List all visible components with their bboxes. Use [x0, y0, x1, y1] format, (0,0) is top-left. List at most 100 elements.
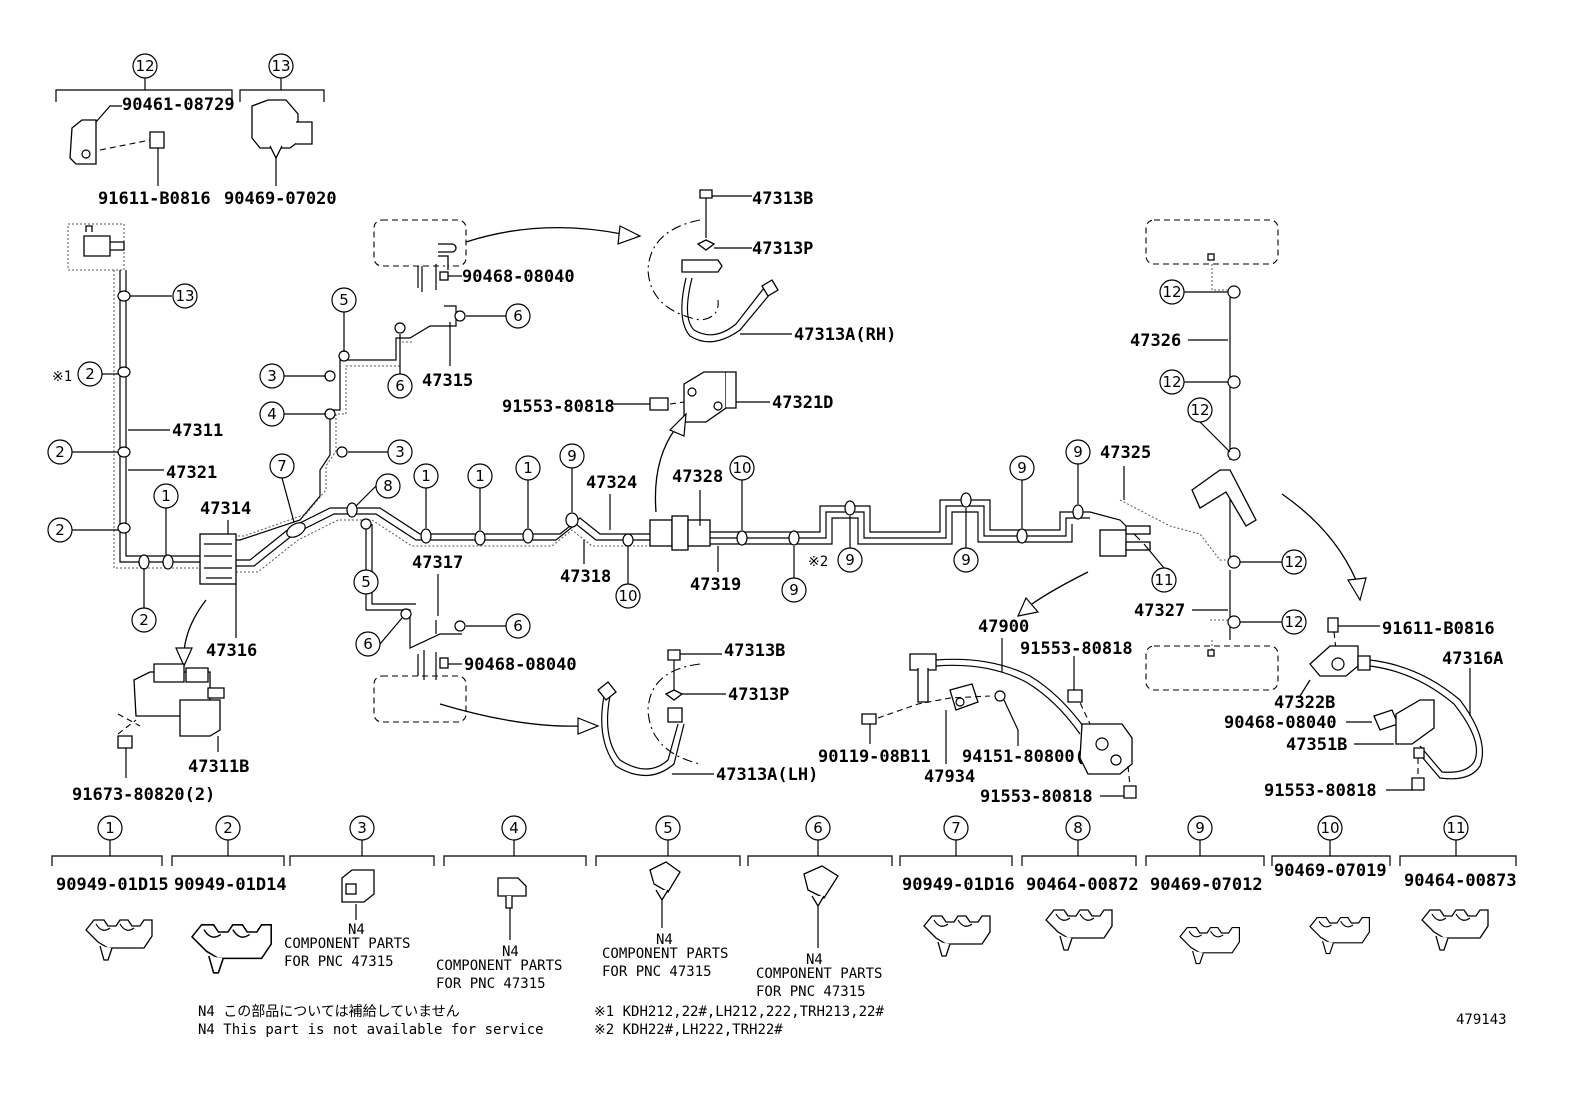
- legend-part-7: 90949-01D16: [902, 875, 1015, 895]
- svg-text:8: 8: [383, 477, 393, 495]
- callout-12-top-text: 12: [135, 57, 154, 75]
- svg-text:7: 7: [277, 457, 287, 475]
- footnotes: N4 この部品については補給していません N4 This part is not…: [198, 1004, 1507, 1038]
- connector-blocks: [199, 469, 1257, 585]
- main-callouts: 13 ※1 2 2 2 2 47311 47321 1 47314 47316 …: [47, 279, 1307, 661]
- svg-text:6: 6: [813, 819, 823, 837]
- svg-text:2: 2: [85, 365, 95, 383]
- legend-part-8: 90464-00872: [1026, 875, 1139, 895]
- label-47316: 47316: [206, 641, 257, 661]
- label-91553-80818-bot: 91553-80818: [980, 787, 1093, 807]
- svg-text:6: 6: [513, 307, 523, 325]
- label-47327: 47327: [1134, 601, 1185, 621]
- note-1: ※1 KDH212,22#,LH212,222,TRH213,22#: [594, 1004, 884, 1020]
- svg-text:5: 5: [663, 819, 673, 837]
- note-2: ※2 KDH22#,LH222,TRH22#: [594, 1022, 783, 1038]
- callout-13-top-text: 13: [271, 57, 290, 75]
- svg-text:10: 10: [732, 459, 751, 477]
- svg-text:FOR PNC 47315: FOR PNC 47315: [756, 984, 866, 1000]
- label-47934: 47934: [924, 767, 975, 787]
- svg-text:9: 9: [1195, 819, 1205, 837]
- svg-text:3: 3: [395, 443, 405, 461]
- legend-part-11: 90464-00873: [1404, 871, 1517, 891]
- label-47315: 47315: [422, 371, 473, 391]
- svg-text:13: 13: [175, 287, 194, 305]
- svg-text:N4: N4: [502, 944, 519, 960]
- right-reference-boxes: [1145, 219, 1279, 691]
- svg-text:COMPONENT PARTS: COMPONENT PARTS: [284, 936, 410, 952]
- svg-text:9: 9: [845, 551, 855, 569]
- label-47324: 47324: [586, 473, 637, 493]
- svg-text:9: 9: [961, 551, 971, 569]
- label-90461-08729: 90461-08729: [122, 95, 235, 115]
- clip-icon-11: [1421, 909, 1489, 951]
- label-47318: 47318: [560, 567, 611, 587]
- legend-row: 1 2 3 4 5 6 7 8 9 10 11 90949-01D15 9094…: [51, 815, 1517, 1000]
- svg-text:FOR PNC 47315: FOR PNC 47315: [436, 976, 546, 992]
- label-91611-B0816-right: 91611-B0816: [1382, 619, 1495, 639]
- svg-text:1: 1: [161, 487, 171, 505]
- label-47311B: 47311B: [188, 757, 249, 777]
- hose-47316A-detail: 91611-B0816 47316A 47322B 90468-08040 47…: [1224, 493, 1503, 801]
- svg-text:2: 2: [223, 819, 233, 837]
- label-90119-08B11: 90119-08B11: [818, 747, 931, 767]
- svg-text:11: 11: [1154, 571, 1173, 589]
- clip-icon-5: [649, 861, 681, 928]
- clip-icon-6: [803, 865, 839, 948]
- note-n4-en: N4 This part is not available for servic…: [198, 1022, 544, 1038]
- svg-text:1: 1: [475, 467, 485, 485]
- label-47326: 47326: [1130, 331, 1181, 351]
- legend-part-2: 90949-01D14: [174, 875, 287, 895]
- svg-text:3: 3: [267, 367, 277, 385]
- label-47316A: 47316A: [1442, 649, 1503, 669]
- label-47321D: 47321D: [772, 393, 833, 413]
- svg-text:FOR PNC 47315: FOR PNC 47315: [284, 954, 394, 970]
- label-47313B-top: 47313B: [752, 189, 813, 209]
- label-47311: 47311: [172, 421, 223, 441]
- svg-text:1: 1: [421, 467, 431, 485]
- label-90468-08040-right: 90468-08040: [1224, 713, 1337, 733]
- bracket-47311B-detail: 91673-80820(2) 47311B: [72, 599, 249, 805]
- svg-text:N4: N4: [348, 922, 365, 938]
- svg-text:6: 6: [395, 377, 405, 395]
- label-47322B: 47322B: [1274, 693, 1335, 713]
- svg-text:10: 10: [618, 587, 637, 605]
- clip-icon-4: [497, 877, 527, 940]
- svg-text:9: 9: [567, 447, 577, 465]
- label-90469-07020: 90469-07020: [224, 189, 337, 209]
- label-91553-80818-mid: 91553-80818: [1020, 639, 1133, 659]
- note-n4-jp: N4 この部品については補給していません: [198, 1004, 460, 1020]
- label-47351B: 47351B: [1286, 735, 1347, 755]
- legend-part-9: 90469-07012: [1150, 875, 1263, 895]
- connector-47321D-position: [671, 515, 689, 551]
- svg-text:11: 11: [1446, 819, 1465, 837]
- clip-icon-9: [1179, 927, 1240, 965]
- svg-text:4: 4: [267, 405, 277, 423]
- label-91553-80818-top: 91553-80818: [502, 397, 615, 417]
- svg-text:COMPONENT PARTS: COMPONENT PARTS: [602, 946, 728, 962]
- label-47328: 47328: [672, 467, 723, 487]
- mark-note2: ※2: [808, 554, 828, 570]
- svg-text:7: 7: [951, 819, 961, 837]
- label-47321: 47321: [166, 463, 217, 483]
- label-91673-80820: 91673-80820(2): [72, 785, 215, 805]
- svg-text:12: 12: [1284, 613, 1303, 631]
- label-47313P-bot: 47313P: [728, 685, 789, 705]
- clip-icon-7: [923, 915, 991, 957]
- svg-text:6: 6: [513, 617, 523, 635]
- svg-text:9: 9: [1073, 443, 1083, 461]
- clip-icon-3: [341, 869, 375, 920]
- svg-text:COMPONENT PARTS: COMPONENT PARTS: [436, 958, 562, 974]
- svg-text:1: 1: [523, 459, 533, 477]
- svg-text:4: 4: [509, 819, 519, 837]
- label-47317: 47317: [412, 553, 463, 573]
- clip-icon-10: [1309, 917, 1370, 955]
- label-90468-08040-top: 90468-08040: [462, 267, 575, 287]
- label-90468-08040-bot: 90468-08040: [464, 655, 577, 675]
- label-91553-80818-right: 91553-80818: [1264, 781, 1377, 801]
- label-47325: 47325: [1100, 443, 1151, 463]
- svg-text:12: 12: [1284, 553, 1303, 571]
- sensor-47900-detail: 47900 90119-08B11 94151-80800(2) 47934 9…: [818, 571, 1137, 807]
- svg-text:N4: N4: [806, 952, 823, 968]
